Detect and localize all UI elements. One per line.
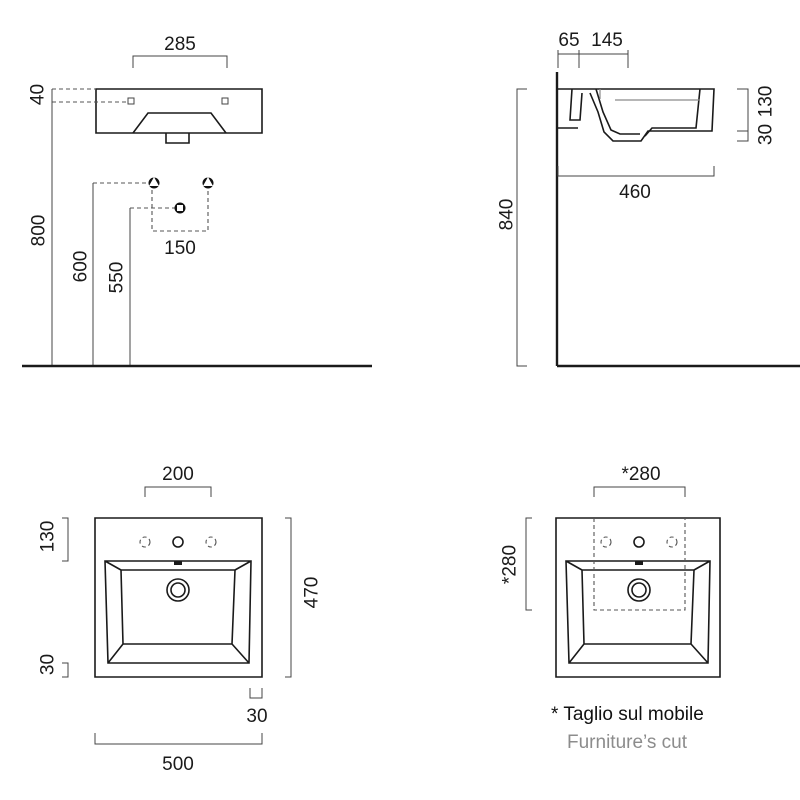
dim-height-130: 130 [756,86,777,118]
dim-height-470: 470 [302,577,323,609]
dim-width-285: 285 [164,34,196,55]
dim-bottom-30: 30 [38,654,59,675]
dim-cut-width-280: *280 [621,464,660,485]
dim-height-550: 550 [107,262,128,294]
basin-front-bowl [132,112,227,144]
dim-width-200: 200 [162,464,194,485]
basin-cut-outline [555,517,721,678]
note-english: Furniture’s cut [567,732,688,753]
dim-offset-65: 65 [558,30,579,51]
dim-depth-460: 460 [619,182,651,203]
furniture-cut-view: *280 *280 * Taglio sul mobile Furniture’… [500,464,721,753]
basin-cut-bowl [565,560,711,664]
side-section-view: 65 145 130 30 460 840 [497,30,800,368]
dim-height-130: 130 [38,521,59,553]
dim-spacing-150: 150 [164,238,196,259]
dim-right-30: 30 [246,706,267,727]
supply-point-icon [202,177,214,189]
note-italian: * Taglio sul mobile [551,704,704,725]
drain-icon [166,578,190,602]
front-elevation-view: 285 40 150 800 600 [22,34,372,368]
basin-front-outline [95,88,263,134]
dim-cut-height-280: *280 [500,545,521,584]
dim-height-30: 30 [756,124,777,145]
basin-plan-outline [94,517,263,678]
supply-point-icon [148,177,160,189]
basin-plan-bowl [104,560,252,664]
dim-height-600: 600 [71,251,92,283]
basin-side-profile [558,88,715,142]
dim-height-40: 40 [28,84,49,105]
drain-icon [627,578,651,602]
dim-offset-145: 145 [591,30,623,51]
plan-view: 200 130 30 470 30 500 [38,464,323,775]
drain-point-icon [174,202,186,214]
dim-height-800: 800 [29,215,50,247]
dim-height-840: 840 [497,199,518,231]
dim-width-500: 500 [162,754,194,775]
furniture-cut-outline [593,518,686,611]
